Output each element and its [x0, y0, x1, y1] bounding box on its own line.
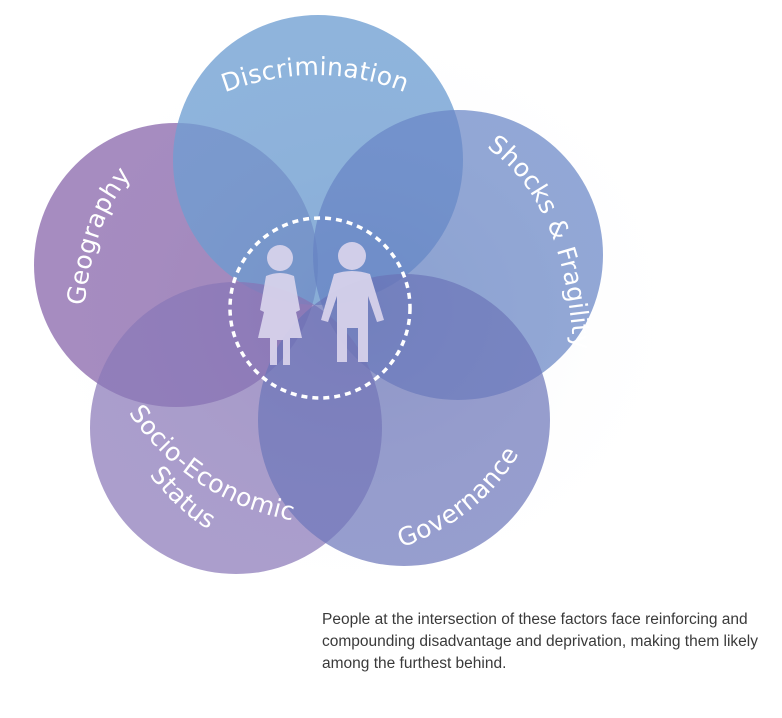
center-dashed-ring — [228, 216, 412, 400]
venn-diagram: Discrimination Shocks & Fragility Govern… — [15, 5, 705, 600]
diagram-caption: People at the intersection of these fact… — [322, 611, 758, 672]
people-icon — [258, 242, 384, 365]
circle-governance — [258, 274, 550, 566]
